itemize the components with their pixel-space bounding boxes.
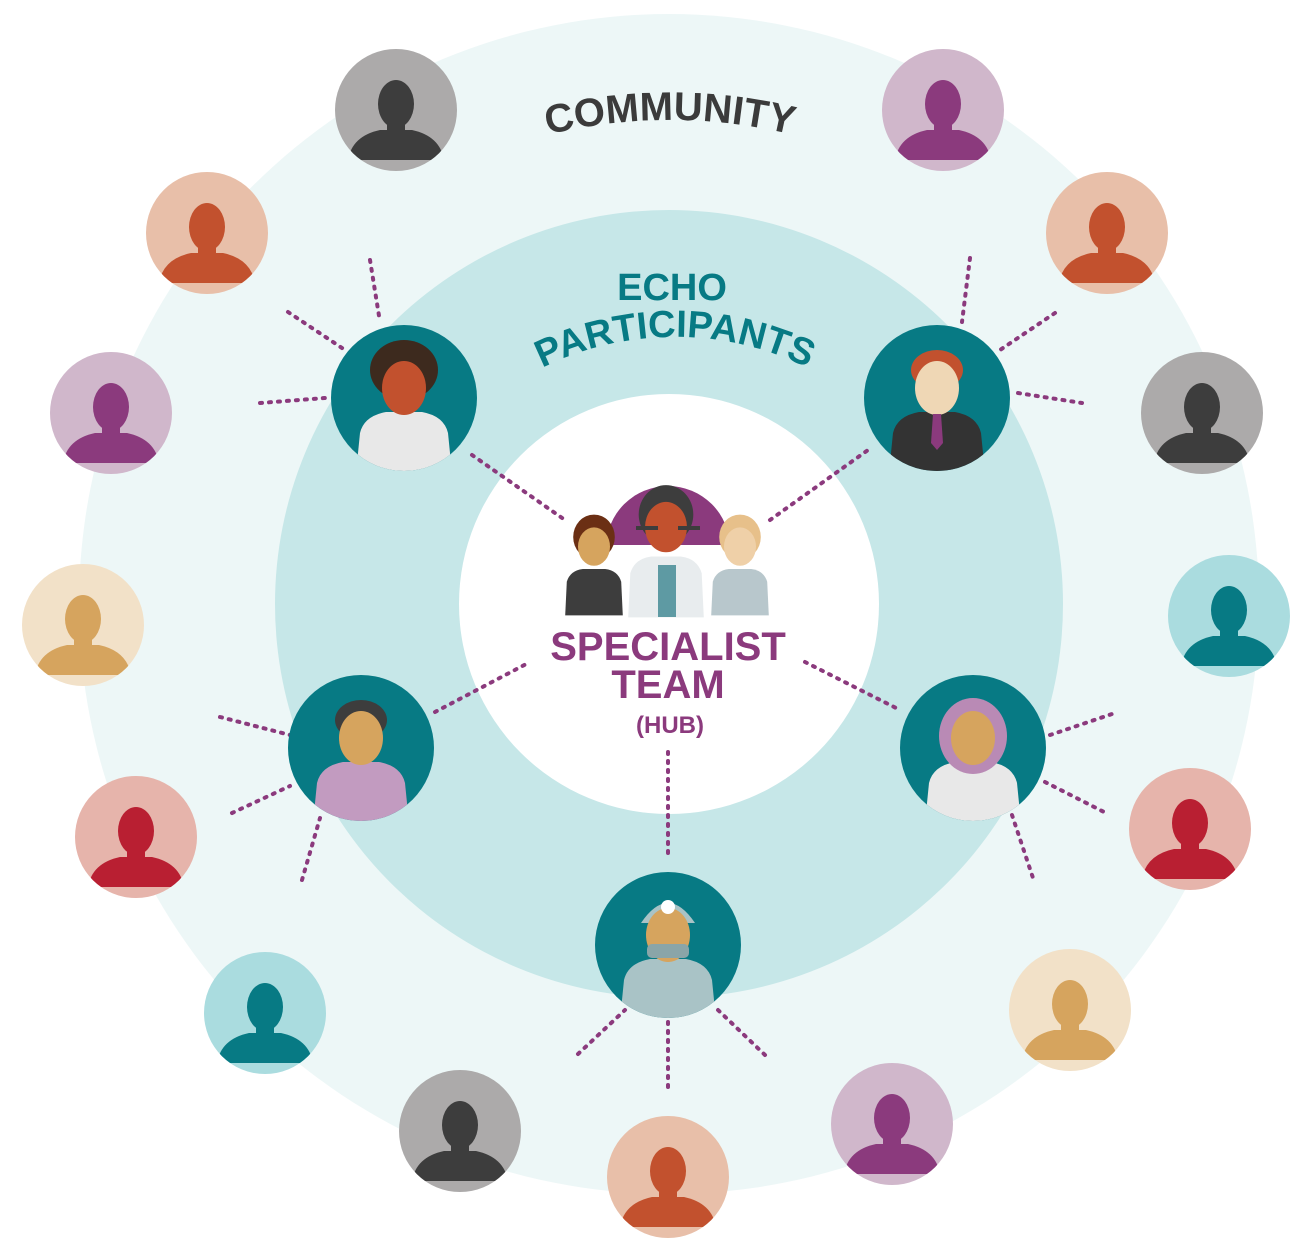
dotted-connector	[258, 396, 327, 405]
community-member-avatar	[22, 564, 144, 686]
person-icon	[620, 900, 716, 1018]
person-icon	[356, 340, 452, 471]
connection-dots	[218, 256, 1117, 1092]
dotted-connector	[433, 660, 532, 714]
dotted-connector	[998, 311, 1057, 352]
echo-participants	[288, 325, 1046, 1018]
community-member-avatar	[1141, 352, 1263, 474]
person-icon	[1059, 203, 1155, 283]
person-icon	[1181, 586, 1277, 666]
person-icon	[925, 698, 1021, 821]
hub-title-line2: TEAM	[611, 663, 724, 707]
person-icon	[88, 807, 184, 887]
dotted-connector	[1043, 780, 1106, 814]
dotted-connector	[768, 448, 870, 522]
dotted-connector	[803, 660, 902, 712]
person-icon	[35, 595, 131, 675]
person-icon	[1022, 980, 1118, 1060]
community-member-avatar	[146, 172, 268, 294]
dotted-connector	[300, 816, 322, 882]
dotted-connector	[286, 310, 347, 352]
community-member-avatar	[335, 49, 457, 171]
person-icon	[620, 1147, 716, 1227]
dotted-connector	[960, 256, 972, 324]
community-member-avatar	[1168, 555, 1290, 677]
dotted-connector	[368, 258, 382, 324]
person-icon	[63, 383, 159, 463]
person-icon	[889, 350, 985, 471]
dotted-connector	[1016, 391, 1084, 405]
dotted-connector	[576, 1008, 627, 1056]
person-icon	[348, 80, 444, 160]
specialist-team-icon	[565, 485, 769, 618]
dotted-connector	[1048, 711, 1117, 737]
community-member-avatar	[1046, 172, 1168, 294]
participant-doctor-curly-hair	[331, 325, 477, 471]
dotted-connector	[218, 715, 292, 737]
dotted-connector	[230, 784, 292, 815]
participant-man-in-suit	[864, 325, 1010, 471]
participant-surgeon	[595, 872, 741, 1018]
community-member-avatar	[607, 1116, 729, 1238]
community-member-avatar	[50, 352, 172, 474]
person-icon	[1154, 383, 1250, 463]
participant-doctor-hijab	[900, 675, 1046, 821]
person-icon	[844, 1094, 940, 1174]
community-member-avatar	[882, 49, 1004, 171]
person-icon	[895, 80, 991, 160]
dotted-connector	[1010, 813, 1035, 880]
community-members	[22, 49, 1290, 1238]
person-icon	[412, 1101, 508, 1181]
person-icon	[313, 700, 409, 821]
person-icon	[159, 203, 255, 283]
hub-subtitle: (HUB)	[636, 712, 704, 739]
person-icon	[1142, 799, 1238, 879]
community-member-avatar	[75, 776, 197, 898]
community-member-avatar	[1129, 768, 1251, 890]
community-member-avatar	[204, 952, 326, 1074]
echo-label: ECHO	[617, 267, 727, 309]
community-member-avatar	[399, 1070, 521, 1192]
participant-nurse	[288, 675, 434, 821]
specialist-figure	[565, 514, 623, 616]
hub-title-line1: SPECIALIST	[550, 625, 786, 669]
community-member-avatar	[1009, 949, 1131, 1071]
dotted-connector	[470, 453, 567, 522]
community-member-avatar	[831, 1063, 953, 1185]
person-icon	[217, 983, 313, 1063]
specialist-figure	[711, 514, 769, 616]
dotted-connector	[716, 1008, 767, 1057]
